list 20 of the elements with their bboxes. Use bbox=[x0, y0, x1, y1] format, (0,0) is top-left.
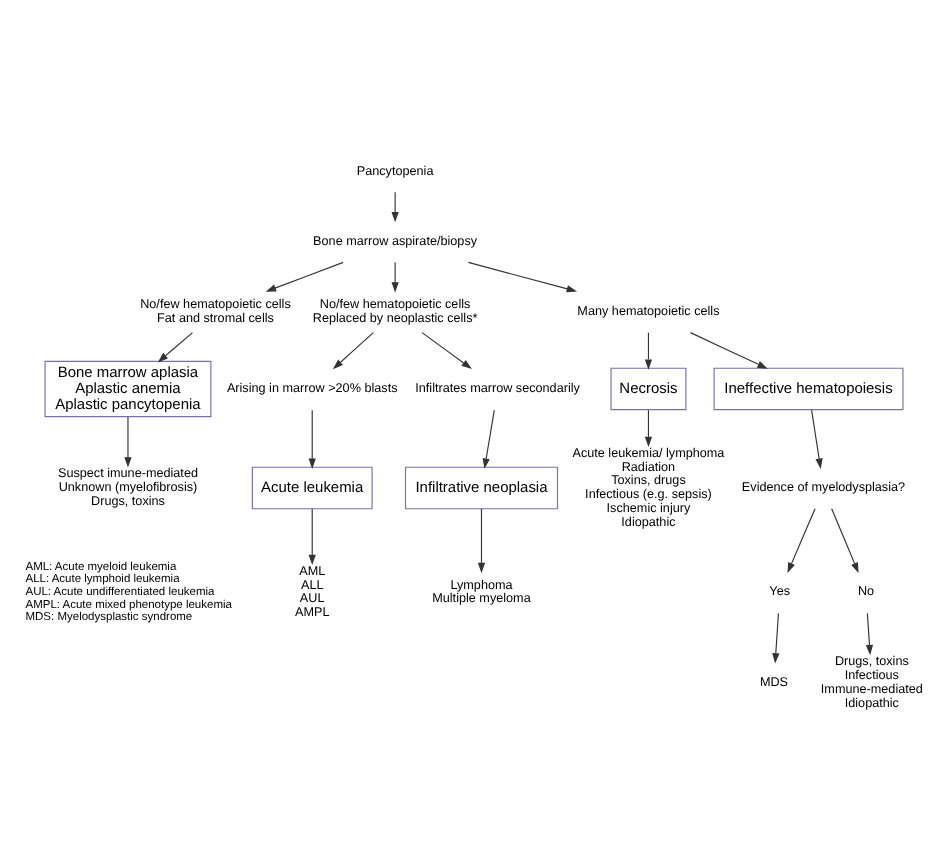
arrow bbox=[265, 261, 344, 292]
arrow bbox=[811, 409, 823, 469]
arrow bbox=[772, 612, 780, 664]
arrow bbox=[689, 332, 768, 369]
arrow bbox=[391, 261, 399, 293]
arrow bbox=[787, 508, 816, 574]
arrow bbox=[831, 508, 859, 574]
arrow bbox=[467, 261, 577, 293]
arrow bbox=[332, 332, 374, 370]
arrow bbox=[644, 332, 653, 370]
arrow bbox=[865, 612, 874, 656]
arrow bbox=[391, 191, 399, 223]
arrow bbox=[308, 508, 316, 566]
arrow bbox=[157, 332, 194, 363]
arrow bbox=[482, 409, 495, 469]
arrow bbox=[308, 409, 316, 469]
arrow bbox=[421, 332, 472, 370]
arrow bbox=[644, 409, 653, 448]
arrow bbox=[477, 508, 486, 574]
arrow bbox=[124, 416, 132, 468]
